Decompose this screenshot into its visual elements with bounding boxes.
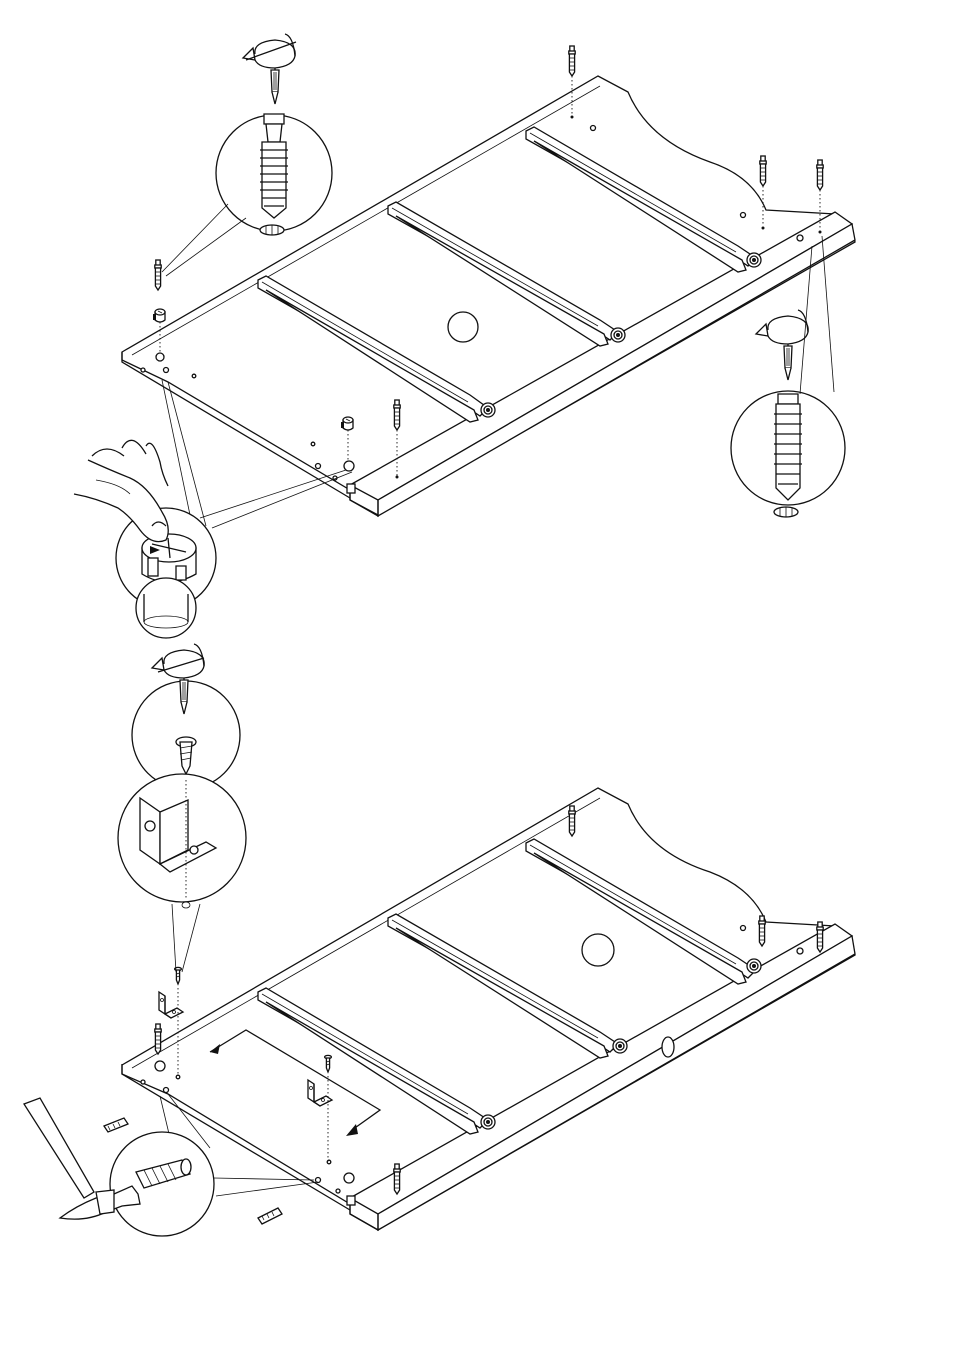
callout-angle-bracket [118, 774, 246, 972]
cam-bolt [155, 260, 161, 290]
callout-screwdriver-bracket-screw [132, 644, 240, 789]
rotate-arrow-icon [756, 310, 808, 380]
cam-lock-icon [153, 309, 165, 322]
cam-lock-icon [142, 534, 196, 582]
bracket-icon [159, 992, 183, 1018]
lower-panel [24, 644, 855, 1236]
upper-panel [74, 34, 855, 638]
dowel-icon [774, 404, 802, 500]
hand-icon [74, 440, 168, 541]
cam-lock-icon [341, 417, 353, 430]
callout-screwdriver-twist-dowel [162, 34, 332, 276]
dowel-icon [260, 142, 288, 218]
